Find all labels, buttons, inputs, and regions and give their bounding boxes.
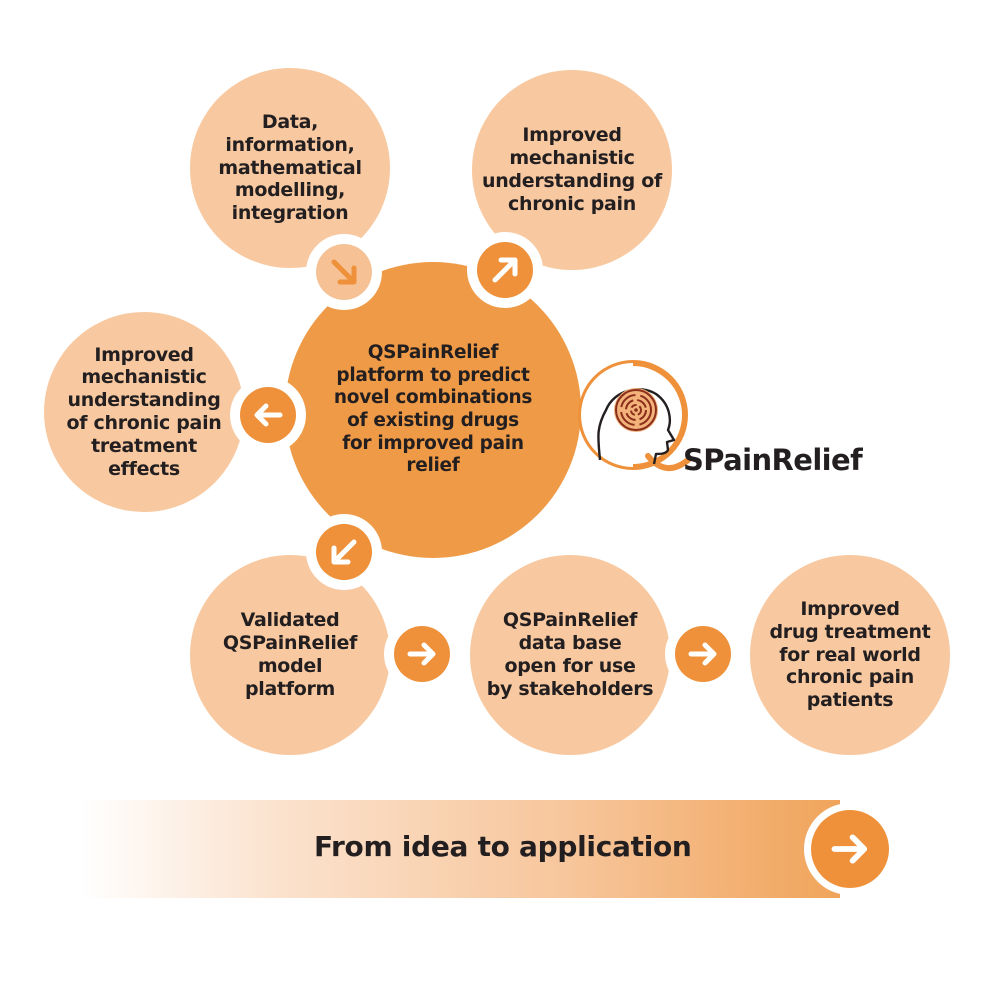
- arrow-right-icon: [384, 616, 460, 692]
- arrow-right-icon: [665, 616, 741, 692]
- banner-gradient: [80, 800, 840, 898]
- qspainrelief-logo: [578, 360, 691, 471]
- node-treatment-effects-label: Improved mechanistic understanding of ch…: [66, 343, 222, 480]
- arrow-left-icon: [230, 377, 306, 453]
- node-validated-platform-label: Validated QSPainRelief model platform: [222, 609, 358, 700]
- banner-title: From idea to application: [314, 830, 692, 863]
- node-data-modelling-label: Data, information, mathematical modellin…: [218, 111, 362, 225]
- brain-maze-icon: [614, 388, 658, 432]
- logo-wordmark: SPainRelief: [683, 443, 863, 477]
- arrow-down-right-icon: [306, 234, 382, 310]
- node-validated-platform: Validated QSPainRelief model platform: [190, 555, 390, 755]
- node-mechanistic-understanding-label: Improved mechanistic understanding of ch…: [481, 124, 663, 215]
- node-improved-treatment-label: Improved drug treatment for real world c…: [769, 598, 931, 712]
- node-database: QSPainRelief data base open for use by s…: [470, 555, 670, 755]
- banner-arrow-badge: [800, 799, 900, 899]
- arrow-down-left-icon: [306, 514, 382, 590]
- node-data-modelling: Data, information, mathematical modellin…: [190, 68, 390, 268]
- node-database-label: QSPainRelief data base open for use by s…: [486, 609, 654, 700]
- node-treatment-effects: Improved mechanistic understanding of ch…: [44, 312, 244, 512]
- node-improved-treatment: Improved drug treatment for real world c…: [750, 555, 950, 755]
- node-qspainrelief-platform-label: QSPainRelief platform to predict novel c…: [333, 342, 533, 477]
- node-qspainrelief-platform: QSPainRelief platform to predict novel c…: [285, 262, 581, 558]
- arrow-right-icon: [831, 834, 868, 864]
- arrow-up-right-icon: [467, 232, 543, 308]
